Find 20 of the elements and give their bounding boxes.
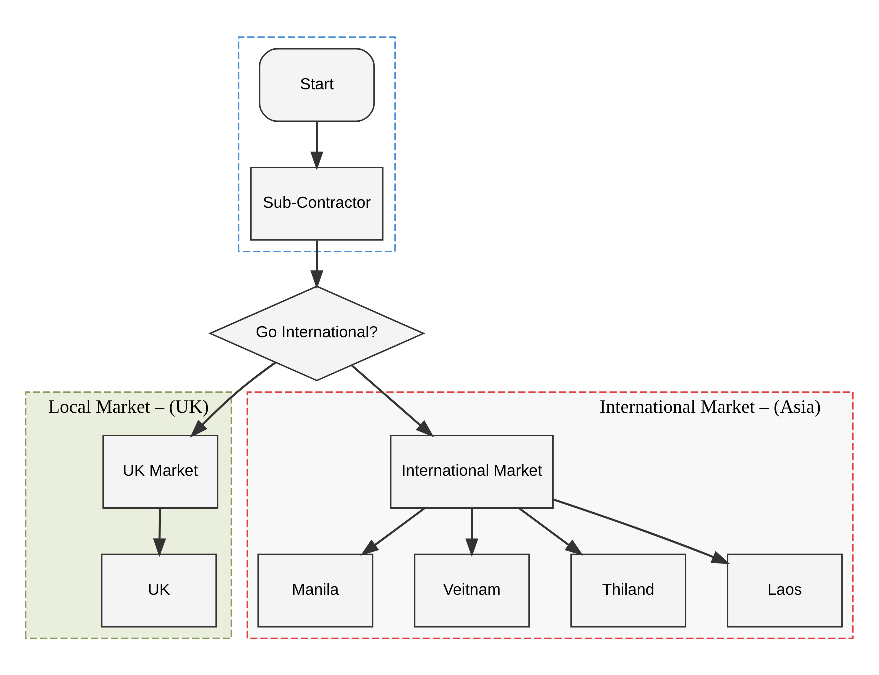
arrow [466,508,479,557]
node-box: UK [101,553,218,628]
node-box: Sub-Contractor [250,166,384,240]
node-box: Start [259,48,376,122]
node-box: Thiland [570,553,686,628]
arrow [351,364,434,437]
arrow [153,508,166,557]
arrow [553,498,730,564]
cluster [238,36,396,252]
node-box: UK Market [102,434,219,508]
arrow [310,120,324,170]
node-box: International Market [390,434,554,508]
node-box: Manila [258,553,374,628]
arrow [190,361,277,438]
node-box: Veitnam [414,553,530,628]
node-box: Laos [727,553,843,628]
arrow [360,506,426,556]
arrow [518,506,584,556]
arrow [310,240,324,289]
node-diamond: Go International? [208,285,426,382]
